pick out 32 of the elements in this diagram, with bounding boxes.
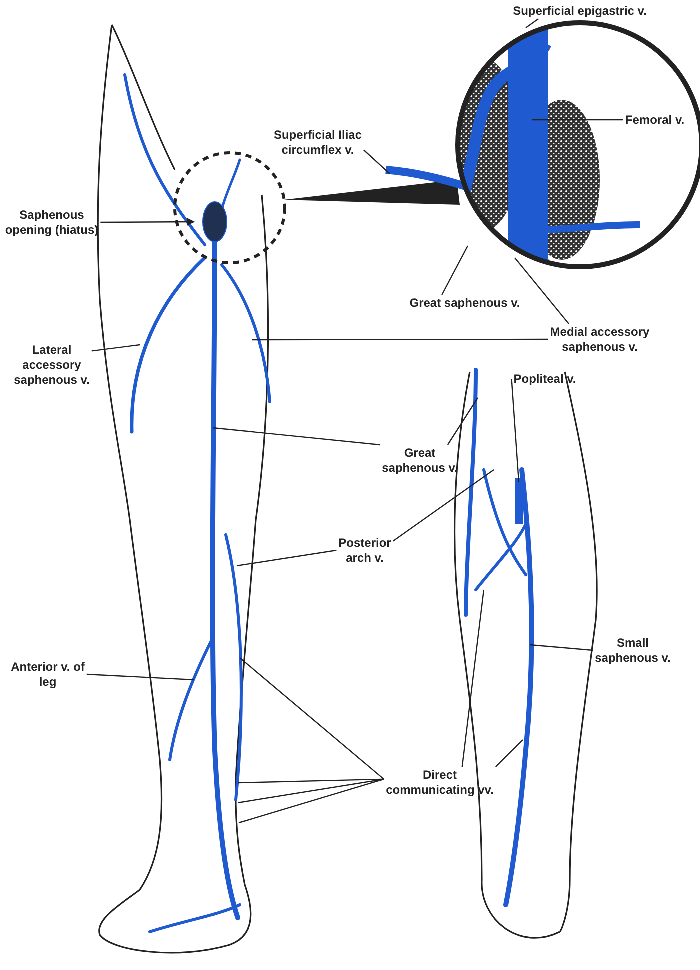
- callout-label: Medial accessory saphenous v.: [525, 325, 675, 355]
- leader-line: [238, 778, 384, 824]
- callout-label: Superficial epigastric v.: [490, 4, 670, 19]
- leader-line: [238, 778, 384, 804]
- callout-label: Great saphenous v.: [395, 296, 535, 311]
- callout-label: Saphenous opening (hiatus): [0, 208, 107, 238]
- leader-line: [236, 550, 337, 567]
- leader-line: [442, 246, 469, 296]
- callout-label: Femoral v.: [615, 113, 695, 128]
- leader-line: [240, 658, 384, 780]
- leader-line: [532, 119, 624, 121]
- callout-label: Posterior arch v.: [325, 536, 405, 566]
- callout-label: Small saphenous v.: [593, 636, 673, 666]
- leader-line: [393, 470, 494, 542]
- leader-line: [495, 740, 524, 768]
- callout-label: Lateral accessory saphenous v.: [2, 343, 102, 388]
- callout-label: Anterior v. of leg: [3, 660, 93, 690]
- leader-line: [447, 398, 478, 446]
- leader-line: [526, 18, 539, 28]
- callout-label: Great saphenous v.: [375, 446, 465, 476]
- callout-label: Superficial Iliac circumflex v.: [263, 128, 373, 158]
- leader-line: [252, 338, 548, 341]
- leader-line: [212, 427, 380, 446]
- leader-line: [92, 344, 140, 352]
- leader-line: [462, 590, 485, 768]
- leader-line: [514, 258, 570, 324]
- leader-line: [364, 150, 390, 174]
- leader-line: [86, 674, 194, 681]
- leader-line: [511, 378, 520, 482]
- arrow: [100, 218, 195, 226]
- callout-label: Popliteal v.: [500, 372, 590, 387]
- leader-line: [530, 644, 594, 652]
